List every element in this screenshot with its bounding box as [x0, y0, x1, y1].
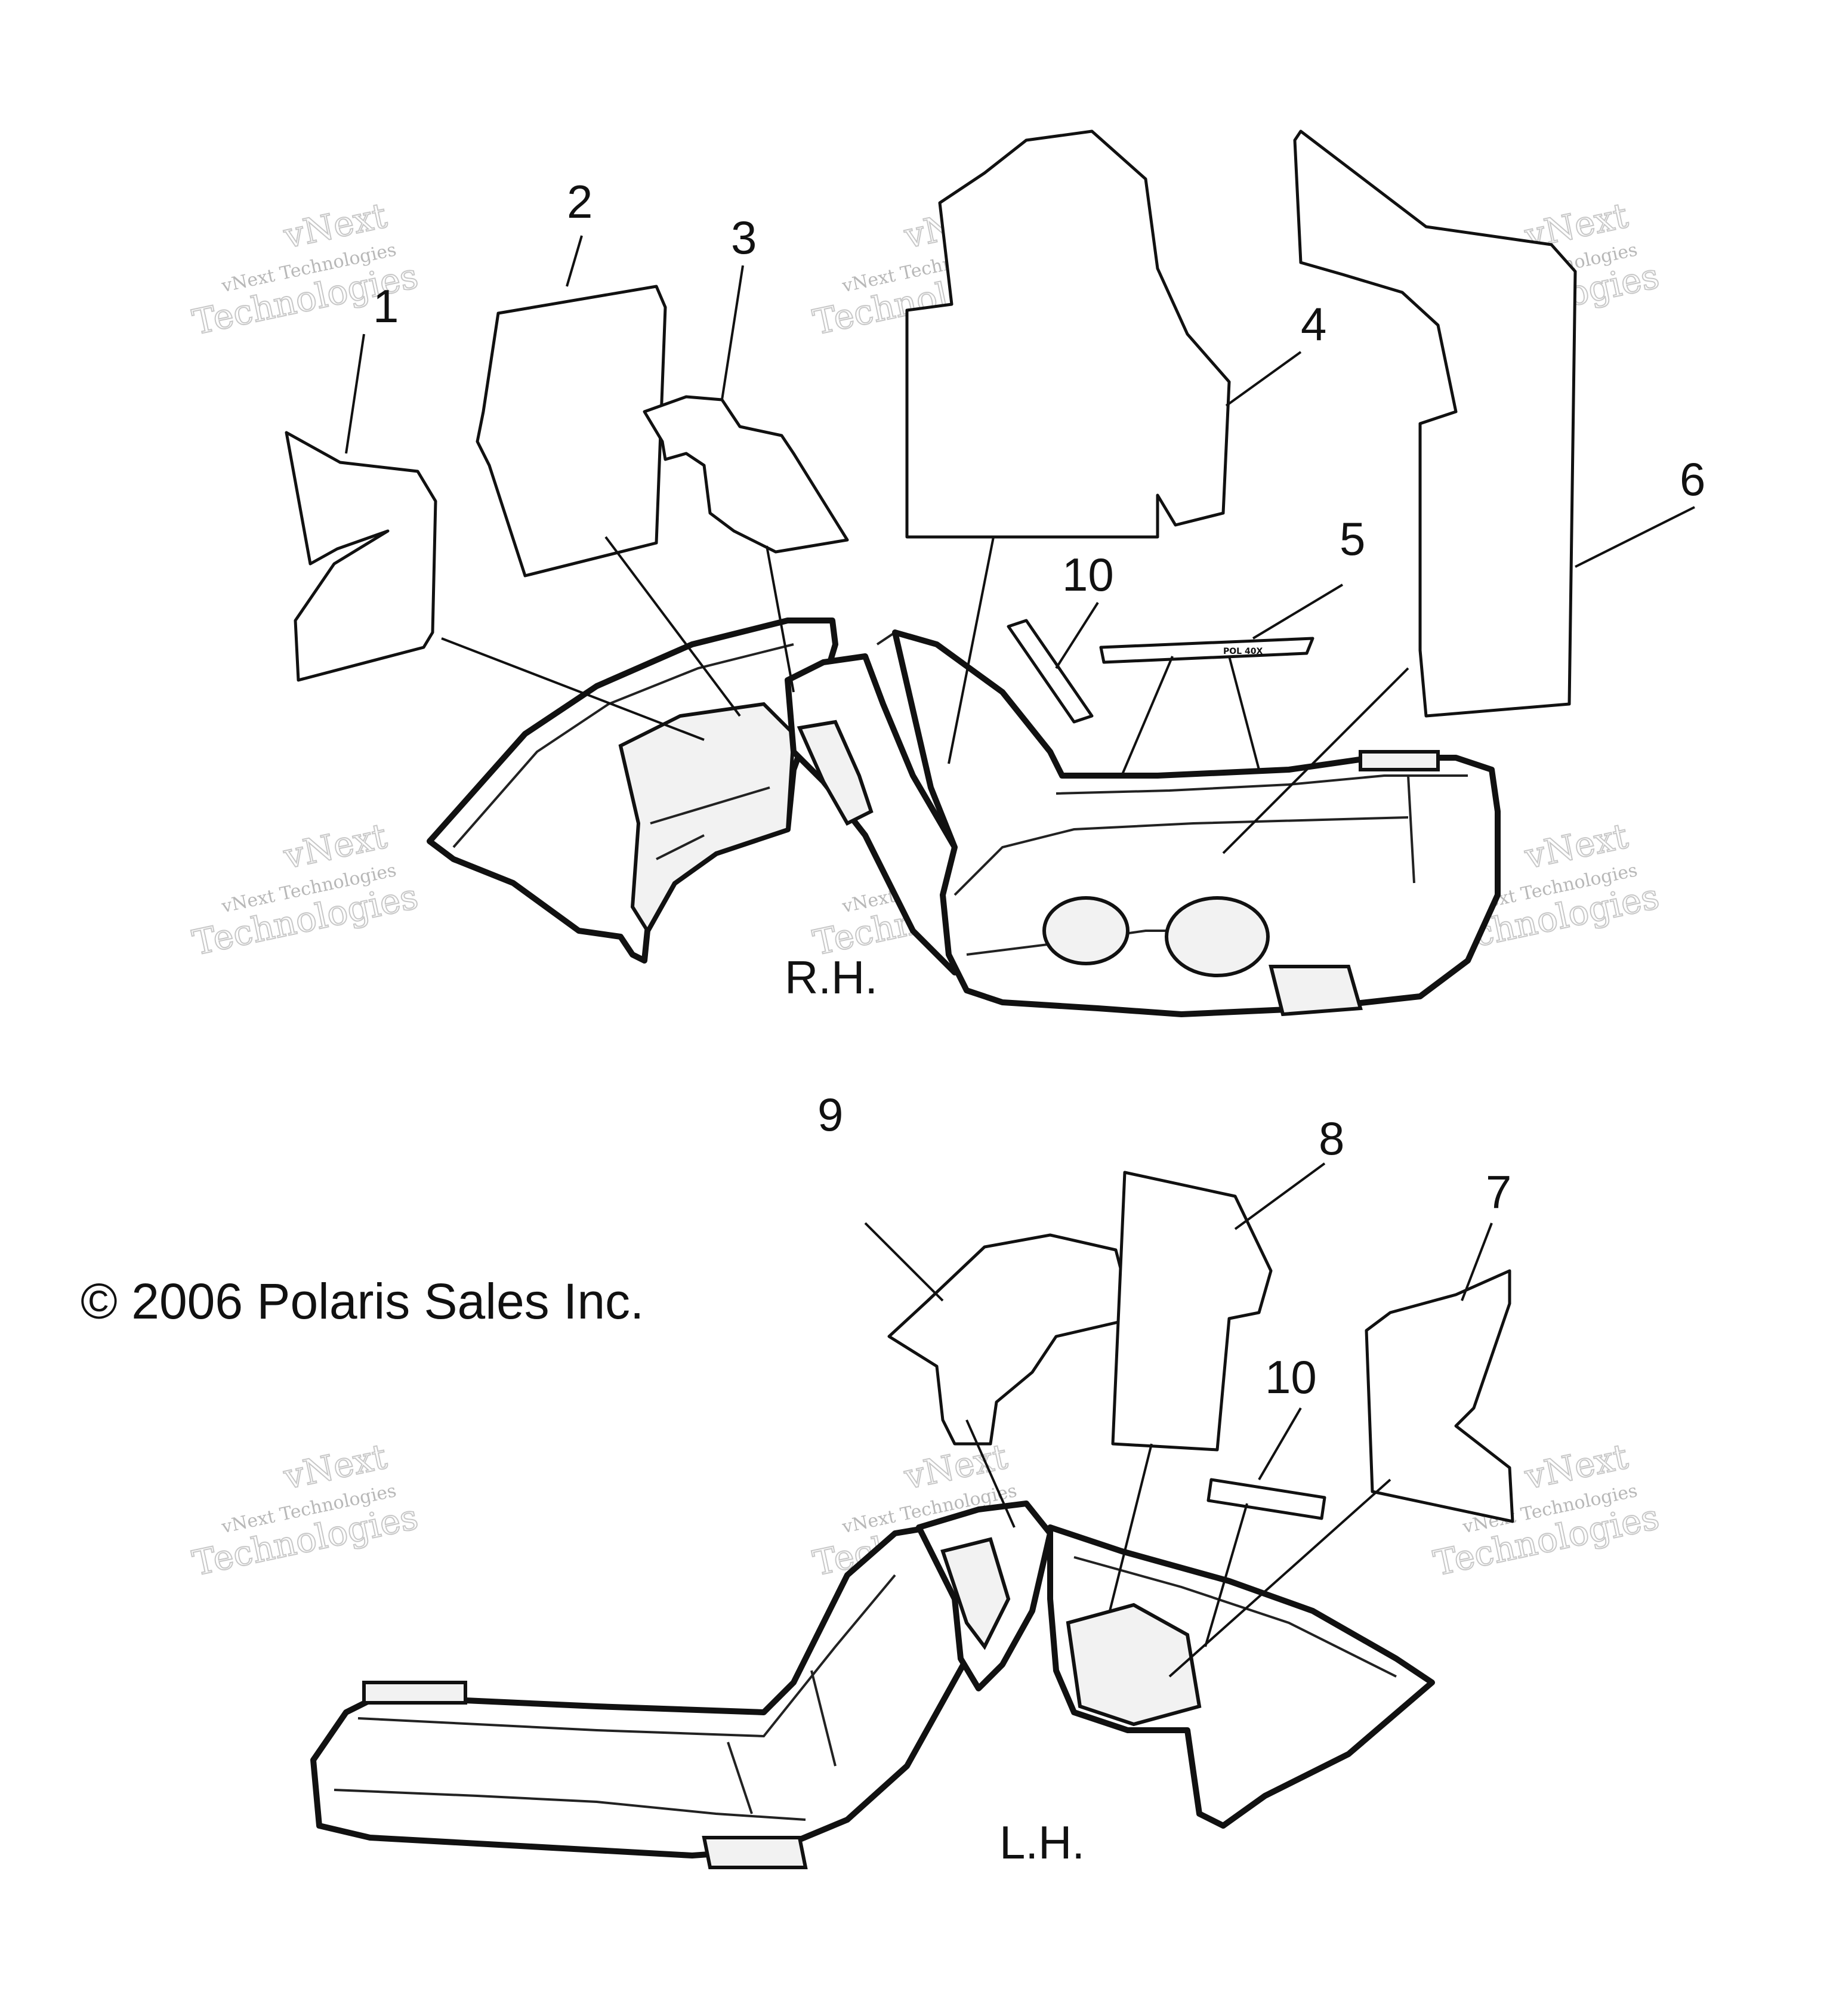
leader-1	[345, 334, 365, 454]
part-1-shape	[285, 431, 437, 682]
lh-body-panel	[310, 1501, 1435, 1869]
leader-10-rh	[1055, 601, 1099, 669]
lh-rear-side-contour	[334, 1670, 837, 1821]
callout-8: 8	[1319, 1112, 1344, 1165]
part-10-rh-strip	[1007, 619, 1094, 724]
watermark: vNext vNext Technologies Technologies	[189, 815, 422, 964]
part-10-lh-strip	[1206, 1478, 1326, 1520]
leader-2	[566, 235, 583, 287]
leader-8-body	[1109, 1443, 1153, 1611]
leader-5-body-b	[1228, 656, 1260, 770]
callout-10-rh: 10	[1062, 548, 1114, 601]
leader-8	[1234, 1162, 1326, 1230]
part-3-shape	[643, 395, 849, 554]
callout-4: 4	[1301, 298, 1326, 350]
part-5-decal	[1099, 637, 1314, 664]
rh-body-panel	[427, 618, 1501, 1017]
leader-10-lh	[1258, 1407, 1302, 1481]
callout-7: 7	[1486, 1166, 1511, 1218]
leader-5	[1252, 584, 1344, 640]
leader-6	[1575, 506, 1695, 568]
callout-5: 5	[1340, 513, 1365, 565]
rh-wheel-well-rib	[650, 786, 770, 860]
rh-side-label: R.H.	[785, 951, 878, 1004]
rh-rear-wheel-well-1	[1042, 896, 1130, 965]
callout-3: 3	[731, 211, 757, 264]
leader-10-lh-body	[1204, 1503, 1248, 1647]
leader-5-body-a	[1121, 656, 1174, 776]
rh-front-wheel-well	[618, 702, 796, 934]
lh-fender-inner-line	[1073, 1556, 1397, 1678]
lh-side-label: L.H.	[999, 1816, 1085, 1869]
leader-6-body	[1222, 667, 1409, 854]
leader-4	[1225, 351, 1302, 407]
rh-rear-grab-handle	[1359, 750, 1440, 771]
part-4-shape	[905, 129, 1231, 539]
rh-rear-top-line	[1056, 774, 1468, 795]
part-7-shape	[1365, 1269, 1514, 1523]
part-9-shape	[887, 1233, 1135, 1446]
lh-front-fender	[1047, 1524, 1435, 1829]
rh-rear-wheel-well-2	[1165, 896, 1270, 977]
leader-1-body	[441, 637, 705, 741]
leader-lines	[345, 235, 1695, 1678]
copyright-notice: © 2006 Polaris Sales Inc.	[81, 1273, 644, 1329]
part-5-decal-text: POL 40X	[1223, 647, 1263, 656]
callout-10-lh: 10	[1265, 1351, 1317, 1403]
rh-rear-step	[1269, 965, 1363, 1017]
part-8-shape	[1111, 1171, 1273, 1452]
leader-7	[1461, 1222, 1493, 1301]
leader-3-body	[766, 545, 795, 693]
rh-footrest	[797, 720, 874, 826]
lh-footrest	[940, 1537, 1011, 1650]
callout-2: 2	[567, 175, 593, 228]
leader-9-body	[965, 1419, 1016, 1528]
callout-6: 6	[1680, 453, 1705, 505]
lh-rear-grab-handle	[362, 1681, 467, 1705]
part-2-shape	[476, 285, 667, 578]
leader-3	[721, 265, 744, 400]
lh-front-wheel-well	[1066, 1603, 1202, 1727]
watermark: vNext vNext Technologies Technologies	[189, 1435, 422, 1585]
callout-numbers: 1 2 3 4 5 6 7 8 9 10 10	[373, 175, 1705, 1403]
leader-4-body	[948, 536, 995, 764]
leader-2-body	[604, 536, 741, 717]
lh-rear-step	[702, 1836, 808, 1869]
lh-rear-top-line	[357, 1574, 896, 1738]
part-6-shape	[1293, 129, 1577, 718]
callout-1: 1	[373, 280, 399, 332]
callout-9: 9	[817, 1088, 843, 1141]
leader-9	[864, 1222, 944, 1302]
